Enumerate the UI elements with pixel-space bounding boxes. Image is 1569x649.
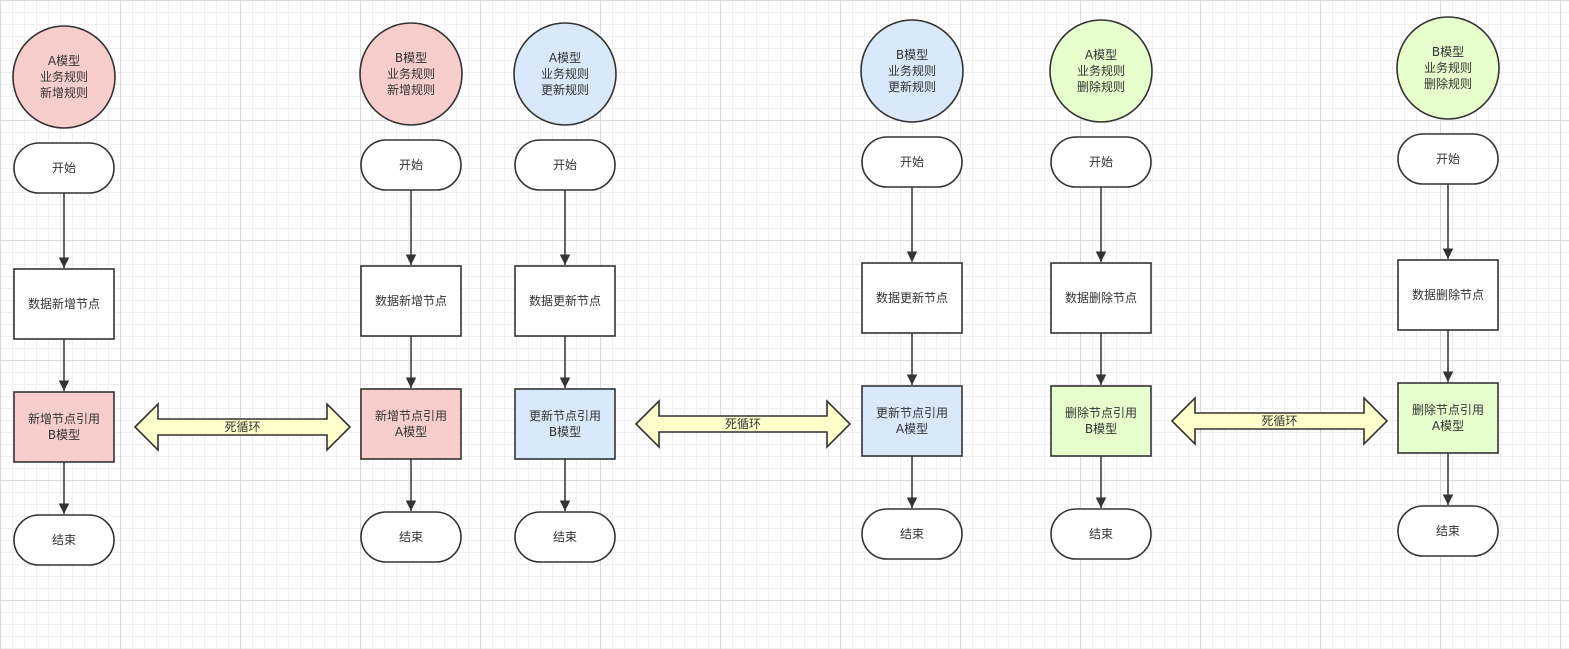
rule-circle-label-line-1: B模型 xyxy=(1432,45,1464,59)
rule-circle-label-line-3: 更新规则 xyxy=(888,79,936,94)
end-node-label: 结束 xyxy=(900,527,924,541)
end-node-label: 结束 xyxy=(1436,524,1460,538)
rule-circle-label-line-3: 删除规则 xyxy=(1424,76,1472,91)
end-node[interactable] xyxy=(360,511,462,563)
process-node-label: 数据删除节点 xyxy=(1065,290,1137,305)
reference-node[interactable] xyxy=(514,388,616,460)
double-arrow-shape[interactable] xyxy=(1170,396,1389,446)
dead-loop-arrow-update-loop: 死循环 xyxy=(634,399,852,449)
rule-circle-label-line-1: A模型 xyxy=(549,51,581,65)
reference-node[interactable] xyxy=(1397,382,1499,454)
rule-circle[interactable] xyxy=(1396,16,1500,120)
rule-circle[interactable] xyxy=(359,22,463,126)
reference-node-label-line-2: A模型 xyxy=(1432,419,1464,433)
rule-circle[interactable] xyxy=(860,19,964,123)
end-node[interactable] xyxy=(861,508,963,560)
reference-node-label-line-2: A模型 xyxy=(896,422,928,436)
dead-loop-arrow-delete-loop: 死循环 xyxy=(1170,396,1389,446)
process-node[interactable] xyxy=(1050,262,1152,334)
dead-loop-label: 死循环 xyxy=(224,420,260,434)
process-node[interactable] xyxy=(360,265,462,337)
process-node-label: 数据删除节点 xyxy=(1412,287,1484,302)
rule-circle-label-line-3: 新增规则 xyxy=(40,85,88,100)
double-arrow-shape[interactable] xyxy=(634,399,852,449)
process-node-label: 数据新增节点 xyxy=(28,296,100,311)
process-node[interactable] xyxy=(861,262,963,334)
reference-node-label-line-1: 更新节点引用 xyxy=(529,408,601,423)
rule-circle-label-line-2: 业务规则 xyxy=(1077,63,1125,78)
reference-node-label-line-1: 删除节点引用 xyxy=(1065,405,1137,420)
rule-circle-label-line-3: 更新规则 xyxy=(541,82,589,97)
end-node[interactable] xyxy=(514,511,616,563)
rule-circle-label-line-2: 业务规则 xyxy=(541,66,589,81)
rule-circle-label-line-2: 业务规则 xyxy=(1424,60,1472,75)
process-node-label: 数据更新节点 xyxy=(876,290,948,305)
reference-node-label-line-2: B模型 xyxy=(549,425,581,439)
reference-node[interactable] xyxy=(861,385,963,457)
reference-node-label-line-1: 删除节点引用 xyxy=(1412,402,1484,417)
rule-circle-label-line-1: B模型 xyxy=(395,51,427,65)
process-node-label: 数据更新节点 xyxy=(529,293,601,308)
start-node-label: 开始 xyxy=(1436,152,1460,166)
start-node-label: 开始 xyxy=(52,161,76,175)
rule-circle-label-line-1: B模型 xyxy=(896,48,928,62)
reference-node-label-line-2: B模型 xyxy=(1085,422,1117,436)
end-node-label: 结束 xyxy=(553,530,577,544)
dead-loop-label: 死循环 xyxy=(1261,414,1297,428)
rule-circle-label-line-2: 业务规则 xyxy=(387,66,435,81)
process-node-label: 数据新增节点 xyxy=(375,293,447,308)
reference-node[interactable] xyxy=(1050,385,1152,457)
reference-node-label-line-2: A模型 xyxy=(395,425,427,439)
start-node-label: 开始 xyxy=(553,158,577,172)
reference-node[interactable] xyxy=(360,388,462,460)
start-node-label: 开始 xyxy=(399,158,423,172)
rule-circle-label-line-2: 业务规则 xyxy=(40,69,88,84)
rule-circle[interactable] xyxy=(1049,19,1153,123)
end-node-label: 结束 xyxy=(1089,527,1113,541)
rule-circle-label-line-3: 删除规则 xyxy=(1077,79,1125,94)
process-node[interactable] xyxy=(514,265,616,337)
end-node-label: 结束 xyxy=(52,533,76,547)
end-node[interactable] xyxy=(13,514,115,566)
rule-circle-label-line-2: 业务规则 xyxy=(888,63,936,78)
reference-node[interactable] xyxy=(13,391,115,463)
reference-node-label-line-1: 新增节点引用 xyxy=(28,411,100,426)
start-node-label: 开始 xyxy=(900,155,924,169)
rule-circle[interactable] xyxy=(513,22,617,126)
start-node-label: 开始 xyxy=(1089,155,1113,169)
rule-circle-label-line-1: A模型 xyxy=(1085,48,1117,62)
end-node[interactable] xyxy=(1397,505,1499,557)
end-node[interactable] xyxy=(1050,508,1152,560)
reference-node-label-line-1: 新增节点引用 xyxy=(375,408,447,423)
reference-node-label-line-2: B模型 xyxy=(48,428,80,442)
dead-loop-label: 死循环 xyxy=(725,417,761,431)
rule-circle-label-line-1: A模型 xyxy=(48,54,80,68)
reference-node-label-line-1: 更新节点引用 xyxy=(876,405,948,420)
end-node-label: 结束 xyxy=(399,530,423,544)
double-arrow-shape[interactable] xyxy=(133,402,352,452)
dead-loop-arrow-create-loop: 死循环 xyxy=(133,402,352,452)
rule-circle-label-line-3: 新增规则 xyxy=(387,82,435,97)
rule-circle[interactable] xyxy=(12,25,116,129)
